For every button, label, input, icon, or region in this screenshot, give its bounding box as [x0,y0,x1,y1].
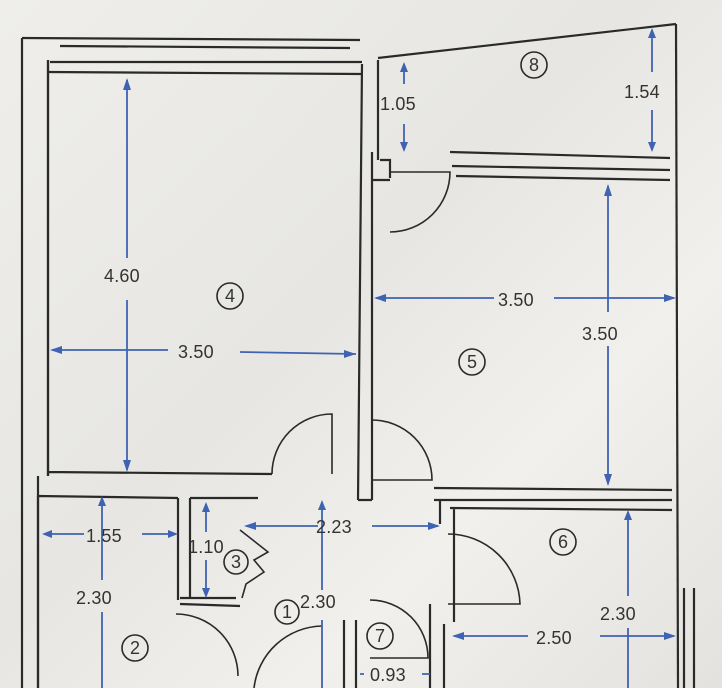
room-number-5: 5 [467,352,477,372]
hall-height-label: 2.30 [300,592,336,612]
room6-width-label: 2.50 [536,628,572,648]
room6-height-label: 2.30 [600,604,636,624]
room-number-7: 7 [375,626,385,646]
dimension-lines [42,28,676,688]
room3-height-label: 1.10 [188,537,224,557]
room-number-6: 6 [558,532,568,552]
room4-height-label: 4.60 [104,266,140,286]
room-number-1: 1 [282,602,292,622]
room-number-2: 2 [130,638,140,658]
walls [20,22,696,688]
room8-right-label: 1.54 [624,82,660,102]
room2-width-label: 1.55 [86,526,122,546]
room5-width-label: 3.50 [498,290,534,310]
doors [175,171,521,688]
room2-height-label: 2.30 [76,588,112,608]
room-number-8: 8 [529,55,539,75]
room7-width-label: 0.93 [370,665,406,685]
room-number-3: 3 [231,552,241,572]
room-number-4: 4 [225,286,235,306]
room8-left-label: 1.05 [380,94,416,114]
hall-width-label: 2.23 [316,517,352,537]
room5-height-label: 3.50 [582,324,618,344]
room-number-markers: 4 5 8 6 3 1 2 7 [121,51,577,662]
room4-width-label: 3.50 [178,342,214,362]
dimension-labels: 4.60 3.50 1.05 1.54 3.50 3.50 1.55 2.30 … [76,82,660,685]
